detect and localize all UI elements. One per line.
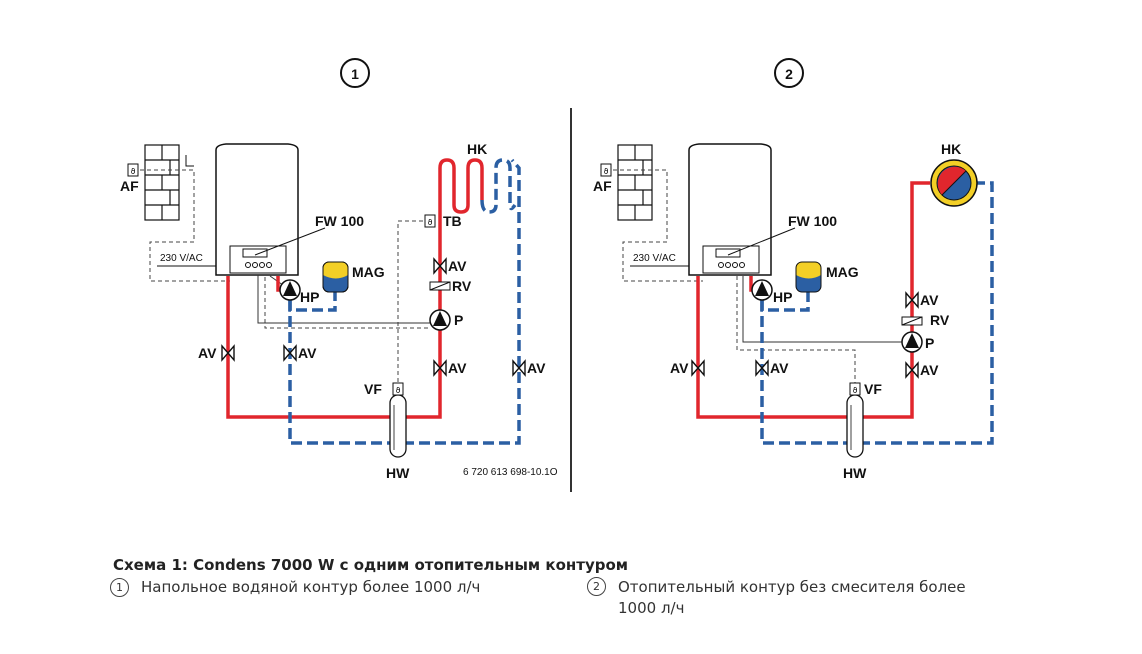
- p-label: P: [454, 312, 463, 328]
- av-label: AV: [448, 258, 467, 274]
- av-label: AV: [198, 345, 217, 361]
- av-label: AV: [920, 362, 939, 378]
- return-pipe: [760, 181, 994, 445]
- circuit-pump-icon: [901, 331, 923, 353]
- outdoor-sensor-icon: [127, 163, 139, 177]
- hk-label: HK: [467, 141, 487, 157]
- panel-number-circle: [774, 58, 804, 88]
- hw-label: HW: [386, 465, 410, 481]
- hp-label: HP: [773, 289, 792, 305]
- caption-item-1: 1 Напольное водяной контур более 1000 л/ч: [110, 577, 550, 598]
- vf-label: VF: [364, 381, 382, 397]
- caption-text: Напольное водяной контур более 1000 л/ч: [141, 578, 481, 596]
- radiator-icon: [930, 159, 978, 207]
- outdoor-wall: [144, 144, 180, 221]
- hot-water-tank: [846, 394, 864, 458]
- outdoor-wall: [617, 144, 653, 221]
- panel-number: 2: [785, 66, 793, 82]
- check-valve-icon: [429, 281, 451, 291]
- panel-number-circle: [340, 58, 370, 88]
- vf-label: VF: [864, 381, 882, 397]
- voltage-label: 230 V/AC: [633, 253, 676, 264]
- hot-water-tank: [389, 394, 407, 458]
- hp-label: HP: [300, 289, 319, 305]
- av-label: AV: [448, 360, 467, 376]
- hydraulic-diagram: ϑ 1 AF 230 V/AC: [120, 58, 994, 492]
- hw-label: HW: [843, 465, 867, 481]
- av-label: AV: [770, 360, 789, 376]
- voltage-label: 230 V/AC: [160, 253, 203, 264]
- caption-text: Отопительный контур без смесителя более …: [618, 578, 966, 617]
- caption-title: Схема 1: Condens 7000 W с одним отопител…: [113, 556, 629, 574]
- tank-sensor-icon: [849, 382, 861, 396]
- boiler-pump-icon: [751, 279, 773, 301]
- fw100-label: FW 100: [788, 213, 837, 229]
- af-label: AF: [593, 178, 612, 194]
- return-pipe: [288, 158, 521, 445]
- mag-label: MAG: [826, 264, 859, 280]
- tb-label: TB: [443, 213, 462, 229]
- expansion-vessel: [795, 261, 822, 293]
- av-label: AV: [670, 360, 689, 376]
- expansion-vessel: [322, 261, 349, 293]
- drawing-reference: 6 720 613 698-10.1O: [463, 467, 558, 478]
- temperature-limiter-icon: [424, 214, 436, 228]
- rv-label: RV: [452, 278, 472, 294]
- av-label: AV: [920, 292, 939, 308]
- caption-number: 1: [110, 578, 129, 597]
- caption-item-2: 2 Отопительный контур без смесителя боле…: [587, 577, 1027, 619]
- boiler-pump-icon: [279, 279, 301, 301]
- outdoor-sensor-icon: [600, 163, 612, 177]
- p-label: P: [925, 335, 934, 351]
- tank-sensor-icon: [392, 382, 404, 396]
- av-label: AV: [527, 360, 546, 376]
- af-label: AF: [120, 178, 139, 194]
- fw100-label: FW 100: [315, 213, 364, 229]
- panel-2: 2 AF 230 V/AC FW 100: [593, 58, 994, 481]
- mag-label: MAG: [352, 264, 385, 280]
- rv-label: RV: [930, 312, 950, 328]
- av-label: AV: [298, 345, 317, 361]
- caption-number: 2: [587, 577, 606, 596]
- boiler-unit: [688, 143, 772, 276]
- check-valve-icon: [901, 316, 923, 326]
- panel-1: 1 AF 230 V/AC FW: [120, 58, 558, 481]
- panel-number: 1: [351, 66, 359, 82]
- circuit-pump-icon: [429, 309, 451, 331]
- boiler-unit: [215, 143, 299, 276]
- hk-label: HK: [941, 141, 961, 157]
